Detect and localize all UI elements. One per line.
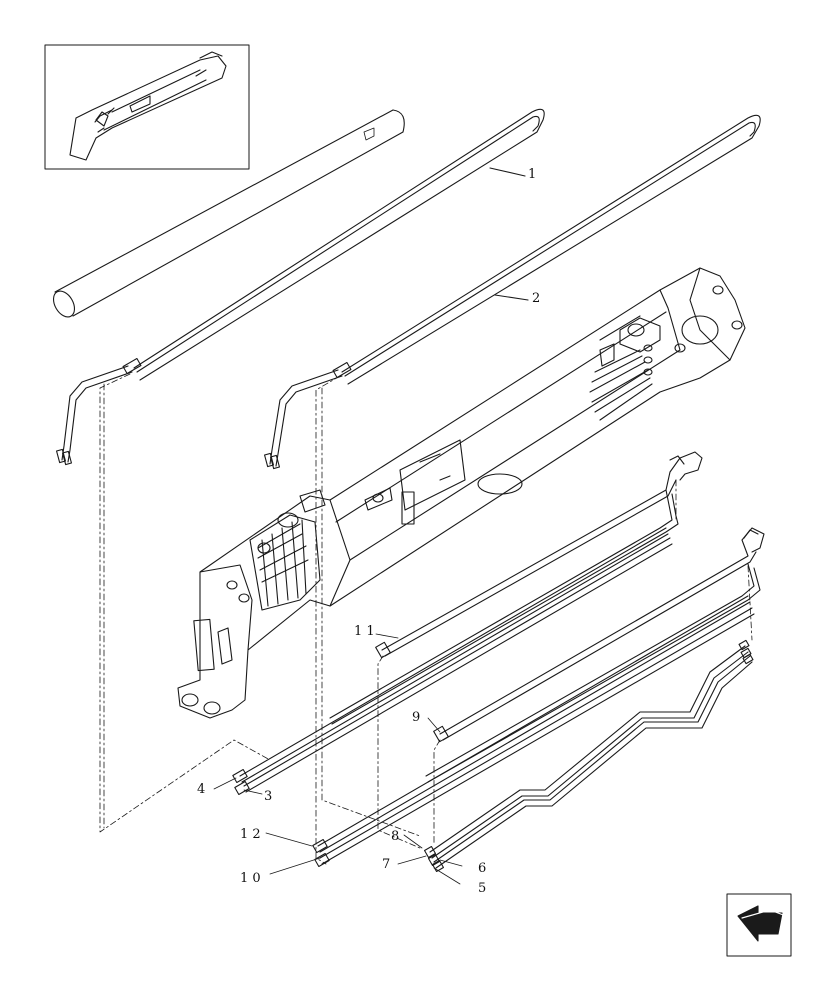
- callout-leader-lines: [213, 633, 463, 885]
- callout-7: 7: [382, 857, 390, 872]
- pipe-assembly-9: [425, 527, 765, 783]
- pipe-assembly-1: [55, 108, 545, 466]
- pipe-assembly-11: [329, 451, 703, 725]
- assembly-guide-lines: [99, 373, 753, 865]
- view-direction-arrow-icon: [726, 893, 792, 957]
- callout-12: 1 2: [240, 827, 261, 842]
- pipe-bundle-5-8: [423, 639, 754, 873]
- callout-5: 5: [478, 881, 486, 896]
- boom-inner-tube: [52, 109, 405, 318]
- pipe-assembly-2: [263, 114, 761, 470]
- callout-4: 4: [197, 782, 205, 797]
- callout-labels: 1 2 3 4 5 6 7 8 9 1 0 1 1 1 2: [197, 167, 540, 896]
- pipe-assembly-10-12: [312, 595, 755, 868]
- callout-1: 1: [528, 167, 536, 182]
- callout-8: 8: [391, 829, 399, 844]
- callout-2: 2: [532, 291, 540, 306]
- pipe-assembly-3-4: [232, 527, 673, 796]
- telescopic-boom-body: [177, 267, 746, 719]
- callout-9: 9: [412, 710, 420, 725]
- boom-location-inset-icon: [44, 44, 250, 170]
- callout-11: 1 1: [354, 624, 375, 639]
- callout-3: 3: [264, 789, 272, 804]
- callout-10: 1 0: [240, 871, 261, 886]
- callout-6: 6: [478, 861, 486, 876]
- hose-carrier-block: [249, 489, 326, 611]
